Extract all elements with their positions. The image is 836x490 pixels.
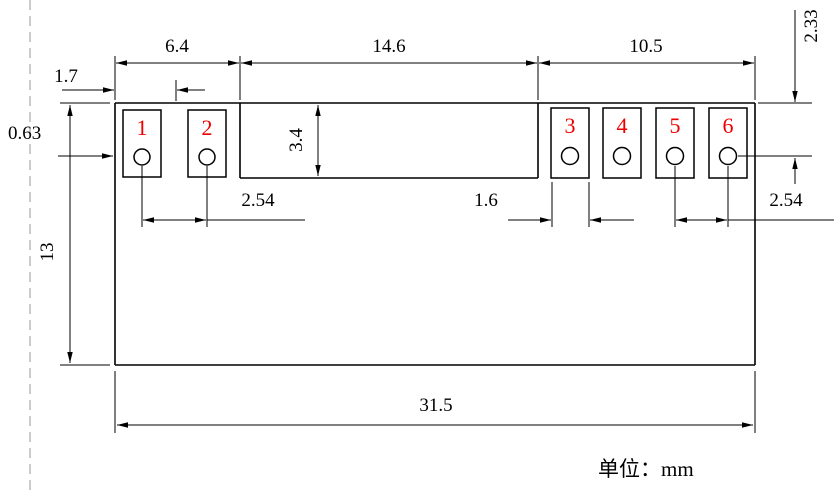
dim-notch-height-label: 3.4 <box>286 128 307 152</box>
dim-overall-width-label: 31.5 <box>419 395 452 416</box>
pad-1-number: 1 <box>137 115 148 140</box>
pad-3: 3 <box>550 107 590 179</box>
pad-4-number: 4 <box>617 113 628 138</box>
pad-5-number: 5 <box>670 113 681 138</box>
pad-6: 6 <box>708 107 748 179</box>
pad-1: 1 <box>122 109 162 178</box>
pad-2-number: 2 <box>202 115 213 140</box>
pad-5-hole <box>665 146 685 166</box>
dim-pad-row-offset-label: 2.33 <box>801 9 822 42</box>
dim-middle-section-width: 14.6 <box>241 36 537 66</box>
dim-edge-to-pad-gap: 0.63 <box>8 123 113 159</box>
pad-3-hole <box>560 146 580 166</box>
pad-5: 5 <box>655 107 695 179</box>
dim-pad-row-offset: 2.33 <box>738 9 822 184</box>
dim-pad-width: 1.6 <box>474 182 634 227</box>
pad-6-body <box>708 107 748 179</box>
dim-left-section-width: 6.4 <box>116 36 239 66</box>
pad-3-number: 3 <box>565 113 576 138</box>
pad-1-body <box>122 109 162 178</box>
dim-left-section-width-label: 6.4 <box>165 36 189 57</box>
pad-2-body <box>187 109 227 178</box>
pad-3-body <box>550 107 590 179</box>
pad-4-body <box>602 107 642 179</box>
module-outline <box>114 102 756 366</box>
pad-6-number: 6 <box>723 113 734 138</box>
dim-edge-to-pad-gap-label: 0.63 <box>8 123 41 144</box>
dim-overall-width: 31.5 <box>114 371 756 433</box>
pad-2: 2 <box>187 109 227 178</box>
pad-1-hole <box>133 148 151 166</box>
dim-middle-section-width-label: 14.6 <box>372 36 405 57</box>
dim-notch-height: 3.4 <box>286 105 321 176</box>
dim-pad1-center-offset-label: 1.7 <box>54 66 78 87</box>
dim-body-height: 13 <box>37 102 110 366</box>
dim-pad-width-label: 1.6 <box>474 190 498 211</box>
dim-right-section-width: 10.5 <box>539 36 754 66</box>
pad-2-hole <box>198 148 216 166</box>
dim-left-pad-pitch: 2.54 <box>141 166 305 227</box>
dim-pad1-center-offset: 1.7 <box>54 66 205 101</box>
top-extension-lines <box>114 56 756 100</box>
dim-right-pad-pitch-label: 2.54 <box>769 190 803 211</box>
pad-4-hole <box>612 146 632 166</box>
dim-left-pad-pitch-label: 2.54 <box>241 190 275 211</box>
unit-note: 单位：mm <box>598 457 694 481</box>
pad-4: 4 <box>602 107 642 179</box>
dim-right-section-width-label: 10.5 <box>629 36 662 57</box>
pad-6-hole <box>718 146 738 166</box>
dim-right-pad-pitch: 2.54 <box>674 166 834 227</box>
dim-body-height-label: 13 <box>37 243 58 262</box>
